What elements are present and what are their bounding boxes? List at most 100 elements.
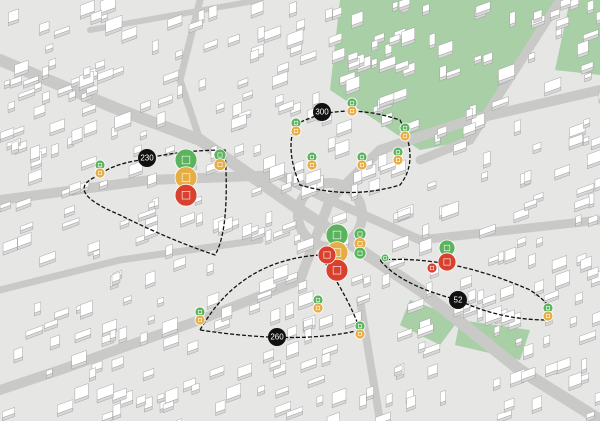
marker-cluster[interactable] bbox=[94, 159, 106, 179]
building bbox=[321, 351, 331, 368]
route-labels: 230 300 260 52 bbox=[138, 103, 467, 346]
building bbox=[581, 61, 594, 75]
road-west-2 bbox=[0, 236, 264, 294]
tree-icon-glyph bbox=[315, 297, 321, 303]
marker-cluster[interactable] bbox=[392, 146, 404, 166]
marker-cluster[interactable] bbox=[356, 151, 368, 171]
building bbox=[594, 389, 600, 406]
building bbox=[555, 269, 570, 291]
fire-icon bbox=[325, 258, 349, 282]
building bbox=[105, 14, 123, 37]
building bbox=[332, 6, 342, 21]
building bbox=[209, 365, 225, 380]
building bbox=[80, 0, 95, 20]
marker-cluster[interactable] bbox=[346, 97, 358, 117]
building bbox=[580, 255, 592, 274]
marker-cluster[interactable] bbox=[306, 151, 318, 171]
building-icon-glyph bbox=[181, 173, 191, 182]
building bbox=[118, 326, 127, 344]
route-label-260[interactable]: 260 bbox=[268, 328, 286, 346]
building bbox=[147, 315, 155, 326]
building bbox=[57, 399, 74, 417]
route-label-230[interactable]: 230 bbox=[138, 149, 156, 167]
marker-cluster[interactable] bbox=[312, 294, 324, 314]
marker-cluster[interactable] bbox=[380, 253, 390, 263]
building bbox=[57, 83, 73, 98]
building bbox=[385, 392, 393, 408]
building bbox=[423, 342, 441, 359]
marker-cluster[interactable] bbox=[317, 245, 337, 265]
building bbox=[379, 92, 395, 108]
building bbox=[389, 87, 407, 106]
marker-cluster[interactable] bbox=[194, 306, 206, 326]
marker-cluster[interactable] bbox=[399, 122, 411, 142]
building bbox=[574, 196, 590, 213]
building bbox=[304, 327, 312, 345]
tree-icon-glyph bbox=[181, 155, 191, 165]
building bbox=[144, 396, 153, 413]
tree-icon-glyph bbox=[357, 231, 363, 237]
building bbox=[237, 362, 252, 382]
building bbox=[596, 7, 600, 25]
building bbox=[13, 346, 23, 364]
building bbox=[586, 410, 595, 421]
marker-cluster[interactable] bbox=[353, 227, 367, 260]
tree-icon-glyph bbox=[293, 120, 299, 126]
building bbox=[500, 284, 514, 302]
building bbox=[208, 4, 218, 22]
building-icon-glyph bbox=[309, 162, 315, 168]
building bbox=[39, 250, 56, 268]
building bbox=[263, 348, 274, 364]
marker-cluster[interactable] bbox=[354, 320, 366, 340]
building bbox=[33, 103, 46, 120]
building bbox=[475, 1, 491, 18]
building bbox=[203, 39, 218, 53]
building bbox=[524, 198, 537, 212]
route-label-300[interactable]: 300 bbox=[313, 103, 331, 121]
building bbox=[273, 362, 287, 379]
building bbox=[286, 28, 304, 50]
building bbox=[440, 390, 446, 407]
building bbox=[265, 210, 273, 228]
building bbox=[7, 100, 15, 114]
building bbox=[536, 236, 543, 248]
building bbox=[584, 72, 592, 83]
building-icon-glyph bbox=[359, 162, 365, 168]
building bbox=[215, 399, 226, 416]
marker-cluster[interactable] bbox=[426, 262, 438, 274]
building bbox=[15, 197, 32, 212]
route-label-52[interactable]: 52 bbox=[449, 291, 467, 309]
building bbox=[533, 9, 543, 24]
building bbox=[17, 232, 32, 251]
building bbox=[272, 71, 288, 90]
marker-cluster[interactable] bbox=[542, 302, 554, 322]
building bbox=[422, 3, 430, 17]
route-label-text: 52 bbox=[454, 296, 463, 305]
marker-cluster[interactable] bbox=[290, 117, 302, 137]
building bbox=[251, 186, 262, 198]
building bbox=[4, 79, 10, 90]
building bbox=[226, 382, 241, 404]
building bbox=[50, 334, 60, 351]
building bbox=[138, 208, 156, 222]
building bbox=[2, 237, 18, 256]
building bbox=[395, 59, 409, 74]
building bbox=[328, 136, 336, 153]
building bbox=[102, 410, 113, 421]
building bbox=[90, 10, 102, 26]
building bbox=[347, 51, 358, 65]
marker-cluster[interactable] bbox=[437, 252, 457, 272]
marker-cluster[interactable] bbox=[174, 148, 198, 207]
building bbox=[54, 25, 70, 39]
building bbox=[438, 40, 453, 60]
building bbox=[133, 144, 142, 158]
building bbox=[568, 371, 582, 392]
route-260-path bbox=[199, 254, 361, 339]
marker-cluster[interactable] bbox=[213, 148, 227, 172]
building-icon bbox=[356, 159, 368, 171]
building-icon-glyph bbox=[197, 317, 203, 323]
building bbox=[493, 325, 500, 338]
building bbox=[285, 301, 294, 321]
